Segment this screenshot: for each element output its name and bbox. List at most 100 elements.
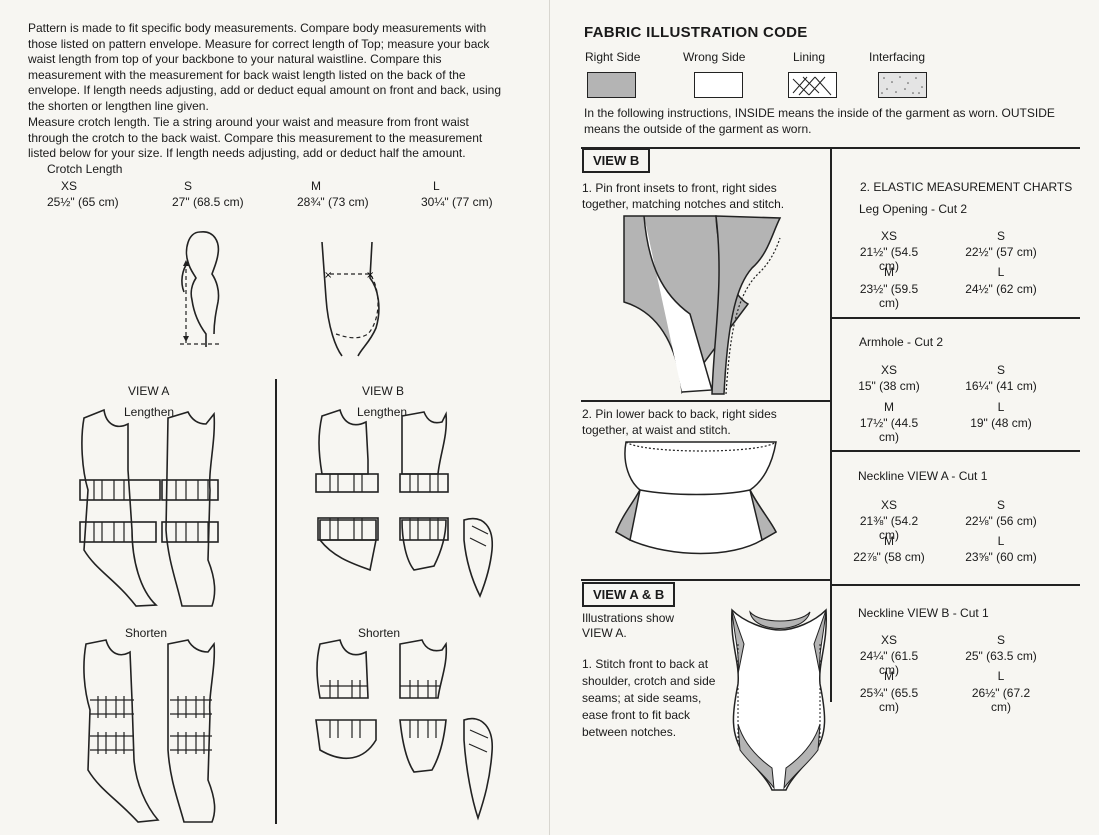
section-rule: [831, 317, 1080, 319]
view-a-label: VIEW A: [128, 384, 170, 398]
size-value: 24½" (62 cm): [965, 282, 1037, 296]
text-line: VIEW A.: [582, 626, 627, 640]
size-label: M: [311, 179, 321, 193]
text-line: Illustrations show: [582, 611, 675, 625]
size-label: XS: [880, 229, 897, 243]
size-value: 27" (68.5 cm): [172, 195, 244, 209]
size-label: XS: [880, 363, 897, 377]
text-line: envelope. If length needs adjusting, add…: [28, 83, 502, 98]
size-label: S: [996, 633, 1005, 647]
dot-pattern: [881, 76, 923, 94]
text-line: 2. Pin lower back to back, right sides: [582, 407, 777, 421]
elastic-group-title: Armhole - Cut 2: [859, 335, 944, 349]
crosshatch-pattern: [792, 76, 832, 96]
size-value: 28¾" (73 cm): [297, 195, 369, 209]
text-line: seams; at side seams,: [582, 691, 702, 705]
svg-text:×: ×: [366, 270, 374, 281]
page-fold: [549, 0, 550, 835]
text-line: measurement with the measurement for bac…: [28, 67, 466, 82]
size-label: S: [996, 363, 1005, 377]
lining-swatch: [788, 72, 837, 98]
elastic-chart-title: 2. ELASTIC MEASUREMENT CHARTS: [860, 180, 1073, 194]
text-line: shoulder, crotch and side: [582, 674, 716, 688]
size-label: XS: [880, 498, 897, 512]
text-line: Measure crotch length. Tie a string arou…: [28, 115, 469, 129]
size-value: 16¼" (41 cm): [965, 379, 1037, 393]
text-line: together, at waist and stitch.: [582, 423, 731, 437]
text-line: Pattern is made to fit specific body mea…: [28, 21, 487, 35]
size-label: XS: [880, 633, 897, 647]
text-line: In the following instructions, INSIDE me…: [584, 106, 1055, 120]
bodysuit-illustration: [730, 608, 828, 791]
wrong-side-swatch: [694, 72, 743, 98]
size-value: 22⅛" (56 cm): [965, 514, 1037, 528]
lengthen-label-b: Lengthen: [357, 405, 408, 419]
text-line: together, matching notches and stitch.: [582, 197, 785, 211]
text-line: between notches.: [582, 725, 677, 739]
column-divider: [830, 147, 832, 702]
size-label: L: [997, 265, 1005, 279]
lengthen-label-a: Lengthen: [124, 405, 175, 419]
elastic-group-title: Neckline VIEW B - Cut 1: [858, 606, 989, 620]
text-line: the shorten or lengthen line given.: [28, 98, 209, 113]
text-line: waist length from top of your backbone t…: [28, 52, 442, 67]
swatch-label: Interfacing: [869, 50, 926, 64]
size-label: L: [997, 400, 1005, 414]
view-a-b-step-1: 1. Stitch front to back at shoulder, cro…: [582, 656, 715, 741]
view-a-lengthen-pattern-pieces: [79, 408, 219, 607]
crotch-paragraph: Measure crotch length. Tie a string arou…: [28, 115, 526, 162]
size-value: 25½" (65 cm): [47, 195, 119, 209]
section-rule: [581, 579, 831, 581]
size-value: 21⅜" (54.2 cm): [859, 514, 919, 542]
section-rule: [581, 400, 831, 402]
view-a-b-note: Illustrations show VIEW A.: [582, 611, 674, 641]
size-value: 25" (63.5 cm): [965, 649, 1037, 663]
size-value: 19" (48 cm): [970, 416, 1032, 430]
fabric-code-title: FABRIC ILLUSTRATION CODE: [584, 24, 808, 41]
step-2-text: 2. Pin lower back to back, right sides t…: [582, 406, 777, 438]
size-value: 24¼" (61.5 cm): [859, 649, 919, 677]
view-a-b-heading: VIEW A & B: [582, 582, 676, 607]
size-value: 30¼" (77 cm): [421, 195, 493, 209]
size-label: M: [884, 534, 894, 548]
front-inset-illustration: [623, 215, 782, 395]
text-line: listed below for your size. If length ne…: [28, 146, 466, 161]
elastic-group-title: Neckline VIEW A - Cut 1: [858, 469, 988, 483]
swatch-label: Lining: [793, 50, 826, 64]
text-line: through the crotch to the back waist. Co…: [28, 130, 483, 145]
shorten-label-b: Shorten: [358, 626, 401, 640]
size-label: S: [996, 229, 1005, 243]
text-line: means the outside of the garment as worn…: [584, 121, 812, 136]
step-1-text: 1. Pin front insets to front, right side…: [582, 180, 784, 212]
intro-paragraph: Pattern is made to fit specific body mea…: [28, 21, 526, 115]
section-rule: [831, 584, 1080, 586]
view-b-label: VIEW B: [362, 384, 405, 398]
text-line: ease front to fit back: [582, 708, 691, 722]
text-line: 1. Stitch front to back at: [582, 657, 709, 671]
size-value: 25¾" (65.5 cm): [859, 686, 919, 714]
size-value: 21½" (54.5 cm): [859, 245, 919, 273]
size-value: 22½" (57 cm): [965, 245, 1037, 259]
size-label: S: [996, 498, 1005, 512]
inside-outside-note: In the following instructions, INSIDE me…: [584, 106, 1081, 137]
size-value: 23½" (59.5 cm): [859, 282, 919, 310]
lower-back-illustration: [614, 441, 777, 555]
view-b-lengthen-pattern-pieces: [315, 408, 493, 598]
back-waist-figure-illustration: [180, 231, 220, 347]
crotch-figure-illustration: × ×: [321, 241, 380, 357]
size-label: S: [184, 179, 193, 193]
size-label: L: [997, 534, 1005, 548]
size-label: L: [433, 179, 440, 193]
elastic-group-title: Leg Opening - Cut 2: [859, 202, 968, 216]
right-side-swatch: [587, 72, 636, 98]
section-rule: [831, 450, 1080, 452]
view-b-shorten-pattern-pieces: [315, 639, 493, 821]
size-value: 23⅝" (60 cm): [965, 550, 1037, 564]
size-value: 22⅞" (58 cm): [853, 550, 925, 564]
view-a-shorten-pattern-pieces: [83, 639, 216, 823]
size-value: 15" (38 cm): [858, 379, 920, 393]
size-label: XS: [61, 179, 78, 193]
size-value: 26½" (67.2 cm): [971, 686, 1031, 714]
interfacing-swatch: [878, 72, 927, 98]
shorten-label-a: Shorten: [125, 626, 168, 640]
